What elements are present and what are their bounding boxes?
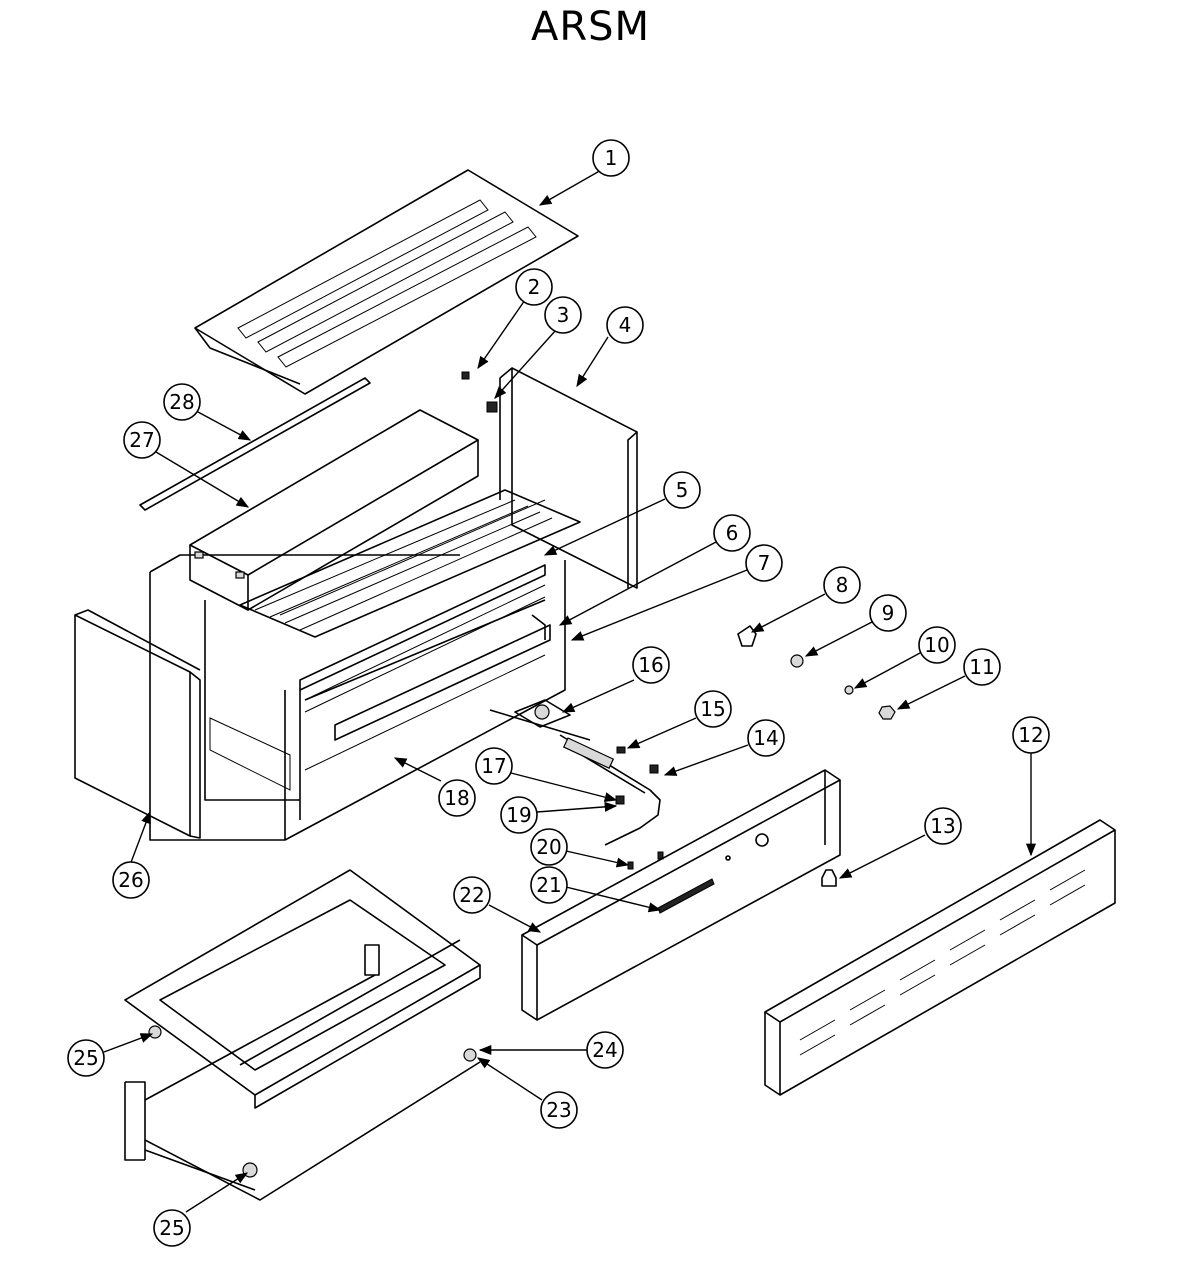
svg-text:18: 18 <box>444 786 469 810</box>
svg-text:28: 28 <box>169 390 194 414</box>
callout-17: 17 <box>475 747 513 785</box>
small-fittings <box>461 371 896 887</box>
svg-text:25: 25 <box>159 1216 184 1240</box>
top-panel <box>194 169 579 395</box>
svg-text:13: 13 <box>930 814 955 838</box>
callout-20: 20 <box>530 828 568 866</box>
callout-16: 16 <box>632 646 670 684</box>
svg-text:9: 9 <box>882 601 895 625</box>
svg-text:4: 4 <box>619 313 632 337</box>
svg-text:27: 27 <box>129 428 154 452</box>
svg-text:17: 17 <box>481 754 506 778</box>
svg-text:15: 15 <box>700 697 725 721</box>
callout-3: 3 <box>544 296 582 334</box>
callout-21: 21 <box>530 866 568 904</box>
gas-manifold <box>489 699 664 870</box>
svg-text:12: 12 <box>1018 723 1043 747</box>
rails <box>299 564 551 741</box>
callout-15: 15 <box>694 690 732 728</box>
svg-text:25: 25 <box>73 1046 98 1070</box>
svg-text:7: 7 <box>758 551 771 575</box>
louvered-panel <box>764 819 1116 1096</box>
svg-text:6: 6 <box>726 521 739 545</box>
svg-text:19: 19 <box>506 803 531 827</box>
right-side-panel <box>499 367 638 589</box>
callout-23: 23 <box>540 1091 578 1129</box>
svg-text:16: 16 <box>638 653 663 677</box>
svg-text:2: 2 <box>528 275 541 299</box>
callout-18: 18 <box>438 779 476 817</box>
svg-text:10: 10 <box>924 633 949 657</box>
callout-26: 26 <box>112 861 150 899</box>
strip <box>139 377 371 511</box>
burner-box <box>189 409 479 611</box>
callout-22: 22 <box>453 876 491 914</box>
tray-assembly <box>124 869 481 1201</box>
callout-7: 7 <box>745 544 783 582</box>
svg-text:26: 26 <box>118 868 143 892</box>
callout-14: 14 <box>747 719 785 757</box>
svg-text:3: 3 <box>557 303 570 327</box>
callout-25-upper: 25 <box>67 1039 105 1077</box>
svg-text:24: 24 <box>592 1038 617 1062</box>
broiler-body <box>149 554 566 841</box>
svg-text:8: 8 <box>836 573 849 597</box>
svg-text:1: 1 <box>605 146 618 170</box>
wire-rack <box>239 489 581 638</box>
callout-12: 12 <box>1012 716 1050 754</box>
svg-text:23: 23 <box>546 1098 571 1122</box>
leader-lines <box>103 164 1037 1213</box>
callout-1: 1 <box>592 139 630 177</box>
callout-11: 11 <box>963 648 1001 686</box>
callout-4: 4 <box>606 306 644 344</box>
svg-text:22: 22 <box>459 883 484 907</box>
svg-text:14: 14 <box>753 726 778 750</box>
svg-text:20: 20 <box>536 835 561 859</box>
svg-text:11: 11 <box>969 655 994 679</box>
page-title: ARSM <box>530 4 651 50</box>
left-side-panel <box>74 609 201 839</box>
callout-13: 13 <box>924 807 962 845</box>
callout-8: 8 <box>823 566 861 604</box>
control-panel <box>521 769 841 1021</box>
callout-24: 24 <box>586 1031 624 1069</box>
callout-25-lower: 25 <box>153 1209 191 1247</box>
callout-9: 9 <box>869 594 907 632</box>
svg-text:5: 5 <box>676 478 689 502</box>
callout-28: 28 <box>163 383 201 421</box>
callout-27: 27 <box>123 421 161 459</box>
svg-text:21: 21 <box>536 873 561 897</box>
callout-19: 19 <box>500 796 538 834</box>
callout-10: 10 <box>918 626 956 664</box>
callout-6: 6 <box>713 514 751 552</box>
callout-2: 2 <box>515 268 553 306</box>
callout-5: 5 <box>663 471 701 509</box>
